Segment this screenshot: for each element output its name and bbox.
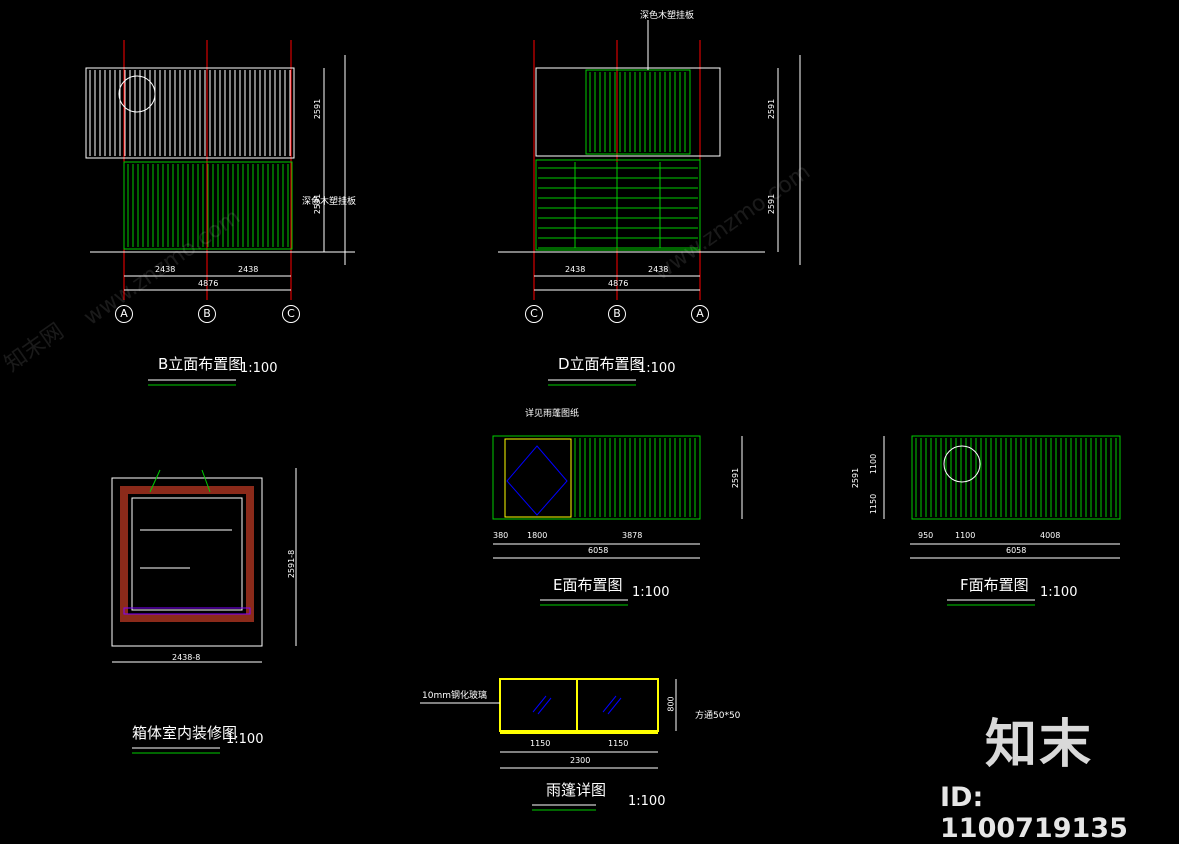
b-scale: 1:100 [240, 361, 278, 376]
d-dim-2: 2438 [648, 265, 669, 274]
b-dim-total: 4876 [198, 279, 219, 288]
interior-drawing [111, 468, 297, 663]
d-grid-label-1: C [525, 305, 543, 323]
b-grid-label-1: A [115, 305, 133, 323]
f-height-2: 1150 [869, 493, 879, 515]
d-grid-label-2: B [608, 305, 626, 323]
f-scale: 1:100 [1040, 585, 1078, 600]
b-elevation-drawing [85, 40, 355, 300]
canopy-drawing [420, 678, 677, 769]
canopy-title: 雨篷详图 [546, 781, 607, 799]
e-plan-drawing [492, 435, 743, 559]
d-grid-label-3: A [691, 305, 709, 323]
canopy-note-left: 10mm钢化玻璃 [422, 691, 487, 701]
b-grid-label-2: B [198, 305, 216, 323]
interior-height: 2591-8 [287, 549, 297, 579]
d-elevation-drawing [498, 20, 801, 300]
f-title: F面布置图 [960, 576, 1029, 594]
b-dim-1: 2438 [155, 265, 176, 274]
canopy-note-right: 方通50*50 [695, 711, 741, 721]
interior-width: 2438-8 [172, 653, 201, 662]
d-dim-total: 4876 [608, 279, 629, 288]
b-grid-label-3: C [282, 305, 300, 323]
b-height-1: 2591 [313, 98, 323, 120]
e-dim-1: 380 [493, 531, 509, 540]
e-height: 2591 [731, 467, 741, 489]
e-dim-3: 3878 [622, 531, 643, 540]
canopy-dim-total: 2300 [570, 756, 591, 765]
f-dim-3: 4008 [1040, 531, 1061, 540]
e-scale: 1:100 [632, 585, 670, 600]
b-note: 深色木塑挂板 [302, 197, 357, 207]
canopy-dim-1: 1150 [530, 739, 551, 748]
title-underlines [132, 379, 1035, 811]
d-scale: 1:100 [638, 361, 676, 376]
e-dim-2: 1800 [527, 531, 548, 540]
b-dim-2: 2438 [238, 265, 259, 274]
d-title: D立面布置图 [558, 355, 645, 373]
canopy-scale: 1:100 [628, 794, 666, 809]
f-plan-drawing [883, 435, 1121, 559]
canopy-dim-2: 1150 [608, 739, 629, 748]
canopy-height: 800 [666, 696, 676, 712]
d-dim-1: 2438 [565, 265, 586, 274]
d-note: 深色木塑挂板 [640, 11, 695, 21]
f-height-total: 2591 [851, 467, 861, 489]
b-title: B立面布置图 [158, 355, 244, 373]
e-note: 详见雨蓬图纸 [525, 409, 580, 419]
e-dim-total: 6058 [588, 546, 609, 555]
interior-scale: 1:100 [226, 732, 264, 747]
f-height-1: 1100 [869, 453, 879, 475]
brand-logo: 知末 [985, 715, 1094, 775]
f-dim-2: 1100 [955, 531, 976, 540]
e-title: E面布置图 [553, 576, 623, 594]
interior-title: 箱体室内装修图 [132, 724, 238, 742]
f-dim-total: 6058 [1006, 546, 1027, 555]
d-height-1: 2591 [767, 98, 777, 120]
f-dim-1: 950 [918, 531, 934, 540]
